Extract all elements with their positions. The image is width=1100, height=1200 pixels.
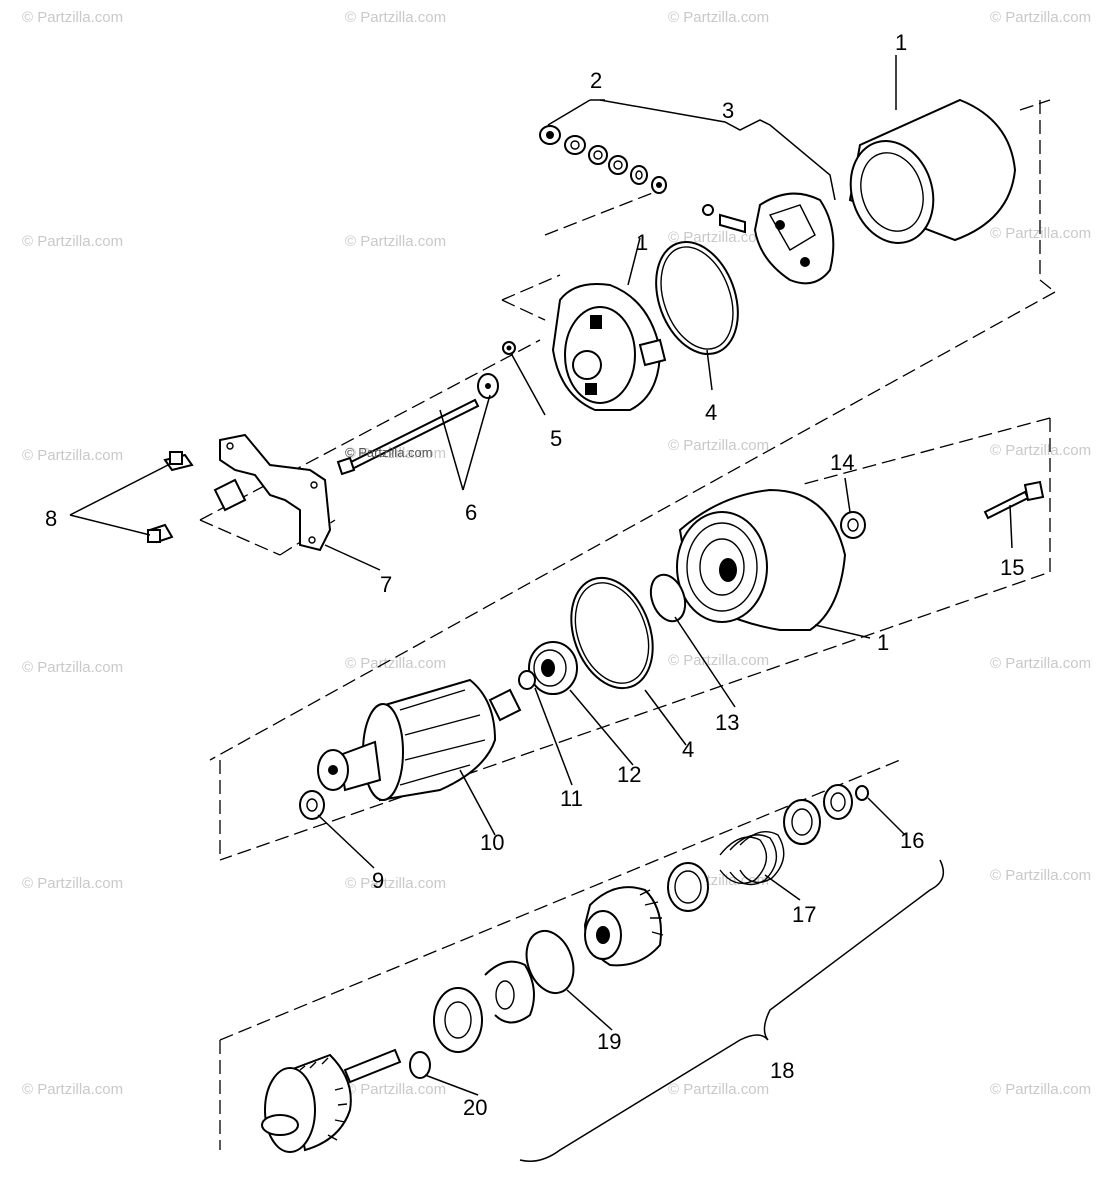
leader-lines bbox=[69, 55, 1013, 1162]
watermark: © Partzilla.com bbox=[990, 655, 1091, 672]
callout-2: 2 bbox=[590, 68, 602, 93]
watermark: © Partzilla.com bbox=[345, 875, 446, 892]
armature-part-10 bbox=[317, 678, 522, 802]
washer-part-14 bbox=[840, 511, 866, 539]
watermark: © Partzilla.com bbox=[668, 1081, 769, 1098]
brush-holder-part-3 bbox=[702, 192, 835, 285]
watermark: © Partzilla.com bbox=[668, 437, 769, 454]
end-cover-part-1 bbox=[551, 283, 667, 411]
callout-1: 1 bbox=[895, 30, 907, 55]
callout-20: 20 bbox=[463, 1095, 487, 1120]
watermark: © Partzilla.com bbox=[990, 1081, 1091, 1098]
callout-7: 7 bbox=[380, 572, 392, 597]
callout-6: 6 bbox=[465, 500, 477, 525]
bolt-part-15 bbox=[983, 480, 1045, 520]
watermark: © Partzilla.com bbox=[22, 659, 123, 676]
yoke-housing-part-1 bbox=[848, 98, 1017, 244]
callout-12: 12 bbox=[617, 762, 641, 787]
callout-18: 18 bbox=[770, 1058, 794, 1083]
callout-9: 9 bbox=[372, 868, 384, 893]
o-ring-part-13 bbox=[649, 573, 687, 623]
nut-washer-set-part-2 bbox=[539, 125, 667, 194]
watermark: © Partzilla.com bbox=[990, 9, 1091, 26]
callout-15: 15 bbox=[1000, 555, 1024, 580]
watermark: © Partzilla.com bbox=[345, 233, 446, 250]
washer-part-5 bbox=[502, 341, 516, 355]
watermark: © Partzilla.com bbox=[22, 1081, 123, 1098]
mount-bracket-part-7 bbox=[213, 433, 332, 552]
watermark: © Partzilla.com bbox=[22, 447, 123, 464]
watermark: © Partzilla.com bbox=[668, 652, 769, 669]
bushing-part-9 bbox=[299, 790, 325, 820]
bolt-pair-part-8 bbox=[147, 451, 194, 544]
callout-11: 11 bbox=[560, 786, 583, 811]
callout-4: 4 bbox=[682, 737, 694, 762]
o-ring-part-4 bbox=[570, 576, 654, 690]
bearing-part-12 bbox=[528, 641, 578, 695]
watermark: © Partzilla.com bbox=[345, 1081, 446, 1098]
callout-1: 1 bbox=[877, 630, 889, 655]
watermark: © Partzilla.com bbox=[22, 875, 123, 892]
callout-3: 3 bbox=[722, 98, 734, 123]
callout-5: 5 bbox=[550, 426, 562, 451]
callout-8: 8 bbox=[45, 506, 57, 531]
drive-shaft-gear bbox=[261, 1048, 402, 1153]
watermark: © Partzilla.com bbox=[22, 233, 123, 250]
callout-4: 4 bbox=[705, 400, 717, 425]
callout-13: 13 bbox=[715, 710, 739, 735]
callout-labels: 1 2 3 1 4 5 6 8 7 14 15 1 13 4 12 11 10 … bbox=[45, 30, 1024, 1120]
watermark: © Partzilla.com bbox=[22, 9, 123, 26]
callout-14: 14 bbox=[830, 450, 854, 475]
callout-17: 17 bbox=[792, 902, 816, 927]
watermark-center: © Partzilla.com bbox=[345, 445, 433, 460]
drive-housing-part-1 bbox=[676, 488, 847, 631]
ring-part-11 bbox=[518, 670, 536, 690]
clutch-assembly-part-18 bbox=[409, 784, 869, 1079]
through-bolt-part-6 bbox=[336, 373, 499, 476]
watermark: © Partzilla.com bbox=[990, 867, 1091, 884]
watermark: © Partzilla.com bbox=[345, 9, 446, 26]
o-ring-part-4 bbox=[655, 240, 739, 356]
callout-10: 10 bbox=[480, 830, 504, 855]
watermark: © Partzilla.com bbox=[990, 442, 1091, 459]
callout-1: 1 bbox=[636, 230, 648, 255]
watermark: © Partzilla.com bbox=[345, 655, 446, 672]
watermark: © Partzilla.com bbox=[668, 9, 769, 26]
callout-19: 19 bbox=[597, 1029, 621, 1054]
callout-16: 16 bbox=[900, 828, 924, 853]
